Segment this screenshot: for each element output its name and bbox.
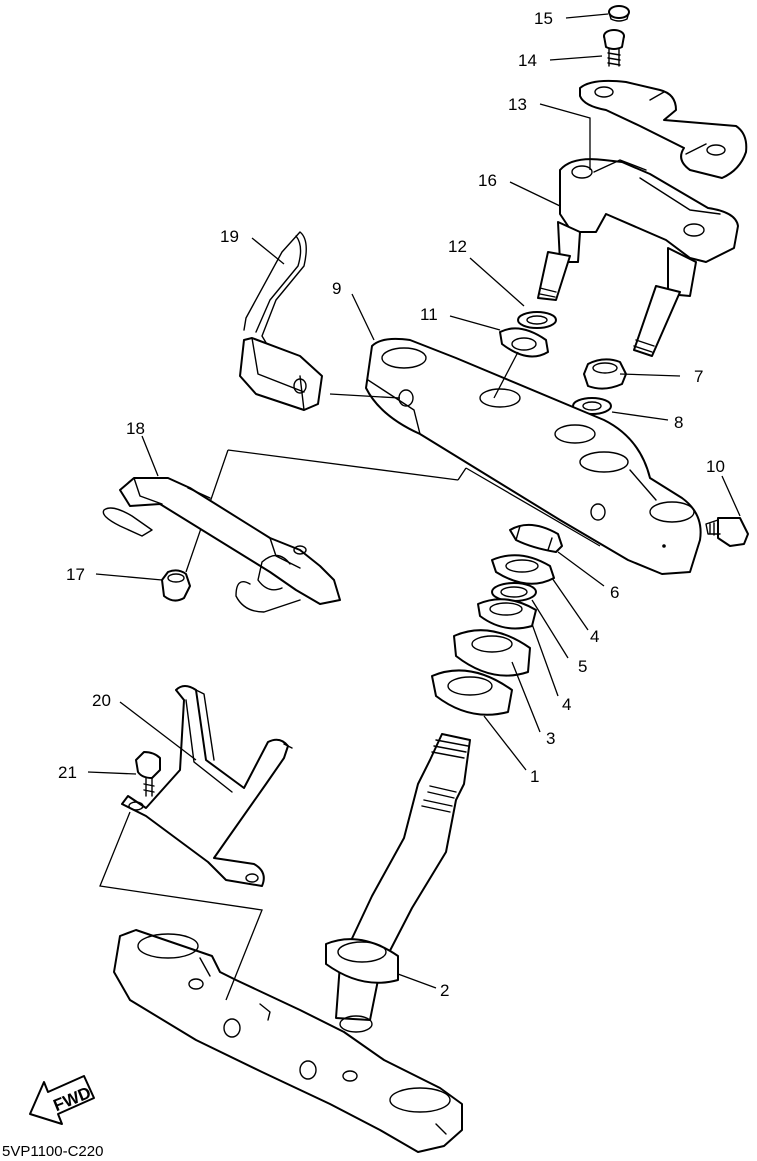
bolt-part-21 [135, 751, 161, 797]
nut-part-7 [583, 358, 627, 390]
handle-crown-part-16 [537, 158, 739, 357]
nut-part-17 [161, 569, 191, 602]
wire-clip-part-19 [239, 231, 323, 411]
callout-3: 3 [546, 729, 555, 748]
leader-lines [87, 13, 741, 989]
callout-6: 6 [610, 583, 619, 602]
callout-14: 14 [518, 51, 537, 70]
callout-18: 18 [126, 419, 145, 438]
dust-seal-part-3 [453, 629, 531, 677]
callout-5: 5 [578, 657, 587, 676]
holder-upper-part-13 [579, 79, 748, 179]
callout-21: 21 [58, 763, 77, 782]
bearing-part-1 [431, 669, 513, 716]
connector-line-bracket-to-stem [465, 467, 601, 547]
lower-bracket [113, 929, 463, 1153]
connector-line-20-to-lower-bracket [99, 811, 263, 1001]
callout-8: 8 [674, 413, 683, 432]
fwd-arrow-icon: FWD [29, 1075, 95, 1125]
callout-labels: 15 14 13 16 19 12 9 11 7 8 18 10 17 6 4 … [58, 9, 725, 1000]
bolt-part-14 [603, 29, 625, 67]
cap-part-15 [608, 5, 630, 22]
callout-12: 12 [448, 237, 467, 256]
callout-19: 19 [220, 227, 239, 246]
callout-4-upper: 4 [590, 627, 599, 646]
callout-9: 9 [332, 279, 341, 298]
bracket-part-20 [121, 685, 293, 887]
bearing-part-11 [499, 327, 549, 358]
bolt-part-10 [705, 517, 749, 547]
callout-11: 11 [420, 305, 438, 324]
callout-1: 1 [530, 767, 539, 786]
callout-10: 10 [706, 457, 725, 476]
cable-guide-part-18 [102, 477, 341, 613]
washer-part-12 [517, 311, 557, 329]
callout-2: 2 [440, 981, 449, 1000]
callout-20: 20 [92, 691, 111, 710]
ring-nut-part-4-upper [491, 554, 555, 585]
callout-16: 16 [478, 171, 497, 190]
ring-nut-part-4-lower [477, 598, 537, 630]
callout-13: 13 [508, 95, 527, 114]
diagram-code: 5VP1100-C220 [2, 1143, 103, 1160]
callout-4-lower: 4 [562, 695, 571, 714]
callout-17: 17 [66, 565, 85, 584]
lock-washer-part-6 [509, 523, 563, 553]
callout-7: 7 [694, 367, 703, 386]
upper-bracket-part-9 [365, 337, 702, 575]
bearing-part-2 [325, 938, 399, 984]
callout-15: 15 [534, 9, 553, 28]
